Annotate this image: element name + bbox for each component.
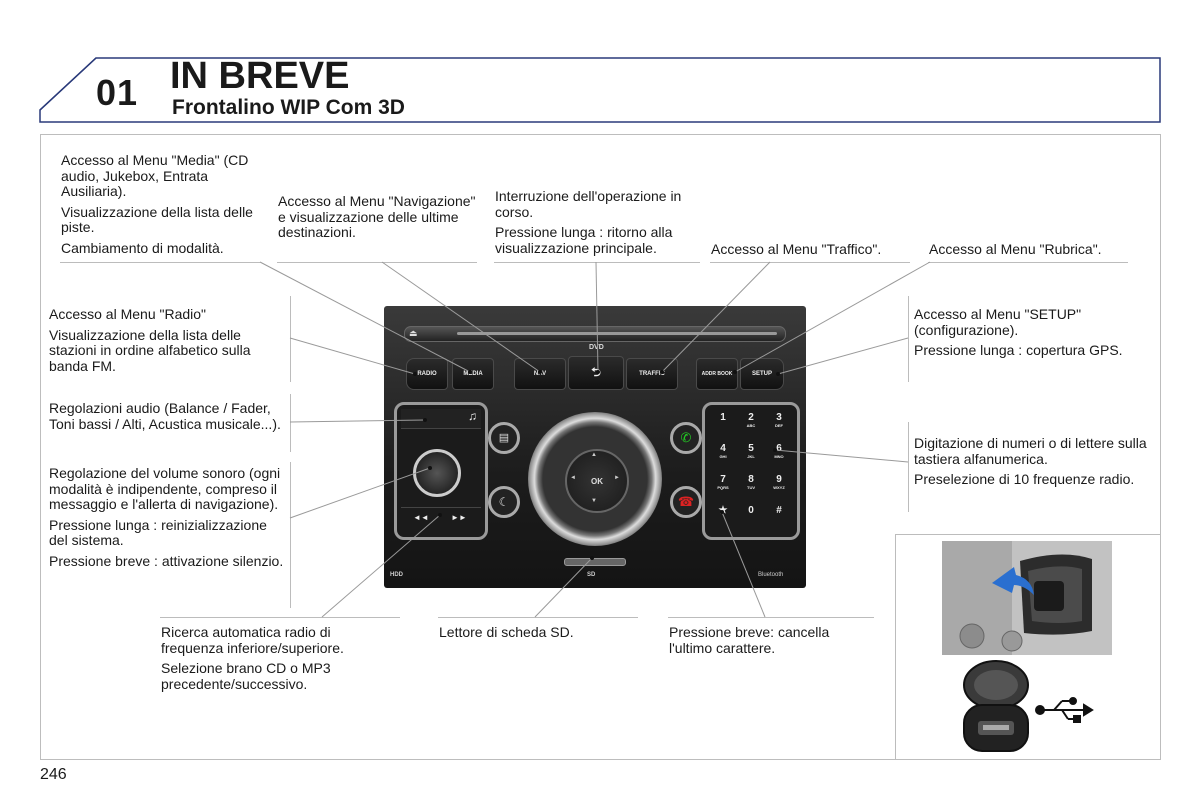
caption-back: Interruzione dell'operazione in corso. P…: [495, 188, 682, 256]
traffic-button[interactable]: TRAFFIC: [626, 358, 678, 390]
left-cluster: ♫ ◄◄ ►►: [394, 402, 488, 540]
back-button[interactable]: ⮌: [568, 356, 624, 390]
divider-setup: [908, 296, 909, 382]
caption-keypad: Digitazione di numeri o di lettere sulla…: [914, 435, 1147, 487]
keypad-key[interactable]: 0: [748, 505, 754, 516]
divider-radio: [290, 296, 291, 382]
content-frame: [40, 134, 1161, 760]
ok-button[interactable]: OK: [565, 449, 629, 513]
clipboard-icon: ▤: [498, 432, 510, 444]
page-subtitle: Frontalino WIP Com 3D: [172, 96, 405, 119]
caption-media: Accesso al Menu "Media" (CD audio, Jukeb…: [61, 152, 253, 256]
page-number: 246: [40, 766, 67, 783]
caption-seek: Ricerca automatica radio di frequenza in…: [161, 624, 344, 692]
seek-next-button[interactable]: ►►: [451, 513, 467, 522]
caption-clear: Pressione breve: cancella l'ultimo carat…: [669, 624, 830, 656]
caption-setup: Accesso al Menu "SETUP" (configurazione)…: [914, 306, 1123, 358]
divider-seek: [160, 617, 400, 618]
call-answer-button[interactable]: ✆: [670, 422, 702, 454]
nav-button[interactable]: NAV: [514, 358, 566, 390]
keypad-key[interactable]: 1: [720, 412, 726, 423]
caption-traffic: Accesso al Menu "Traffico".: [711, 241, 882, 257]
divider-audio: [290, 394, 291, 452]
divider-addrbook: [928, 262, 1128, 263]
night-mode-button[interactable]: ☾: [488, 486, 520, 518]
sd-card-slot[interactable]: [564, 558, 626, 566]
hdd-logo: HDD: [390, 572, 403, 578]
up-arrow-icon[interactable]: ▲: [591, 452, 597, 458]
divider-media: [60, 262, 260, 263]
caption-audio: Regolazioni audio (Balance / Fader, Toni…: [49, 400, 281, 432]
usb-port-photo: [942, 541, 1112, 655]
right-arrow-icon[interactable]: ►: [614, 475, 620, 481]
media-button[interactable]: MEDIA: [452, 358, 494, 390]
clipboard-button[interactable]: ▤: [488, 422, 520, 454]
bluetooth-logo: Bluetooth: [758, 572, 784, 578]
divider-sd: [438, 617, 638, 618]
blue-arrow-icon: [992, 567, 1034, 595]
eject-icon[interactable]: ⏏: [409, 328, 418, 338]
divider-clear: [668, 617, 874, 618]
caption-volume: Regolazione del volume sonoro (ogni moda…: [49, 465, 284, 569]
addr-book-button[interactable]: ADDR BOOK: [696, 358, 738, 390]
phone-hangup-icon: ☎: [677, 494, 695, 509]
music-note-icon: ♫: [468, 409, 477, 423]
radio-button[interactable]: RADIO: [406, 358, 448, 390]
seek-buttons: ◄◄ ►►: [401, 507, 481, 530]
divider-volume: [290, 462, 291, 608]
phone-answer-icon: ✆: [680, 430, 692, 445]
caption-sd: Lettore di scheda SD.: [439, 624, 574, 640]
volume-knob[interactable]: [413, 449, 461, 497]
caption-nav: Accesso al Menu "Navigazione" e visualiz…: [278, 193, 476, 240]
audio-settings-button[interactable]: ♫: [401, 409, 481, 429]
down-arrow-icon[interactable]: ▼: [591, 498, 597, 504]
caption-addrbook: Accesso al Menu "Rubrica".: [929, 241, 1102, 257]
header-frame: [39, 57, 1161, 123]
usb-socket-illustration: [963, 660, 1029, 752]
left-arrow-icon[interactable]: ◄: [570, 475, 576, 481]
control-panel: ⏏ DVD RADIO MEDIA NAV ⮌ TRAFFIC ADDR BOO…: [384, 306, 806, 588]
sd-logo: SD: [587, 572, 596, 578]
navigation-dial[interactable]: OK ▲ ▼ ◄ ►: [528, 412, 662, 546]
divider-nav: [277, 262, 477, 263]
divider-back: [494, 262, 700, 263]
cd-slot: [404, 326, 786, 342]
chapter-number: 01: [96, 72, 139, 113]
usb-icon: [1035, 697, 1094, 723]
page-title: IN BREVE: [170, 55, 350, 97]
keypad-key[interactable]: ★: [718, 505, 728, 516]
caption-radio: Accesso al Menu "Radio" Visualizzazione …: [49, 306, 251, 374]
cd-slot-opening: [457, 332, 777, 335]
dvd-logo: DVD: [589, 344, 604, 351]
moon-icon: ☾: [498, 495, 510, 509]
seek-prev-button[interactable]: ◄◄: [413, 513, 429, 522]
divider-keypad: [908, 422, 909, 512]
call-end-button[interactable]: ☎: [670, 486, 702, 518]
setup-button[interactable]: SETUP: [740, 358, 784, 390]
keypad-key[interactable]: #: [776, 505, 782, 516]
usb-port-box: [895, 534, 1160, 759]
